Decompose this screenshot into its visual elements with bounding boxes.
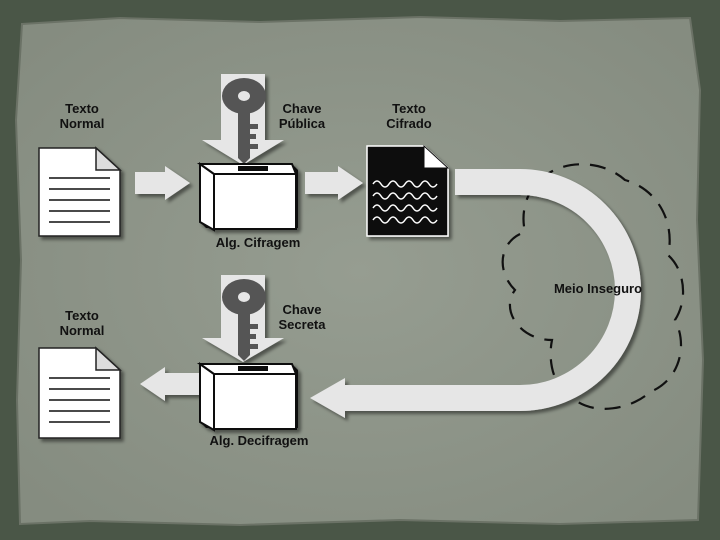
arrow-plain-to-cipher-alg — [135, 166, 190, 200]
plain-text-bottom-label: Texto Normal — [52, 308, 112, 338]
public-key-line2: Pública — [278, 116, 326, 131]
arrow-alg-to-ciphertext — [305, 166, 363, 200]
plain-text-document-bottom-icon — [38, 346, 122, 439]
decipher-algorithm-label: Alg. Decifragem — [209, 433, 309, 448]
channel-u-arrow — [310, 169, 641, 418]
secret-key-icon — [222, 279, 266, 361]
public-key-icon — [222, 78, 266, 164]
public-key-label: Chave Pública — [272, 101, 332, 131]
cipher-text-document-icon — [366, 144, 450, 237]
plain-text-bottom-line2: Normal — [59, 323, 105, 338]
cipher-text-line1: Texto — [392, 101, 426, 116]
insecure-channel-label: Meio Inseguro — [553, 281, 643, 296]
background-panel — [14, 15, 705, 527]
cipher-algorithm-box-icon — [196, 162, 298, 232]
cipher-algorithm-label: Alg. Cifragem — [215, 235, 301, 250]
public-key-line1: Chave — [282, 101, 322, 116]
insecure-channel-cloud — [501, 163, 685, 410]
plain-text-document-top-icon — [38, 146, 122, 237]
decipher-algorithm-box-icon — [196, 362, 298, 432]
secret-key-label: Chave Secreta — [272, 302, 332, 332]
secret-key-line2: Secreta — [278, 317, 326, 332]
arrow-decipher-to-plain — [140, 367, 200, 401]
plain-text-top-label: Texto Normal — [52, 101, 112, 131]
secret-key-line1: Chave — [282, 302, 322, 317]
plain-text-top-line1: Texto — [65, 101, 99, 116]
plain-text-top-line2: Normal — [59, 116, 105, 131]
plain-text-bottom-line1: Texto — [65, 308, 99, 323]
cipher-text-line2: Cifrado — [386, 116, 432, 131]
cipher-text-label: Texto Cifrado — [378, 101, 440, 131]
